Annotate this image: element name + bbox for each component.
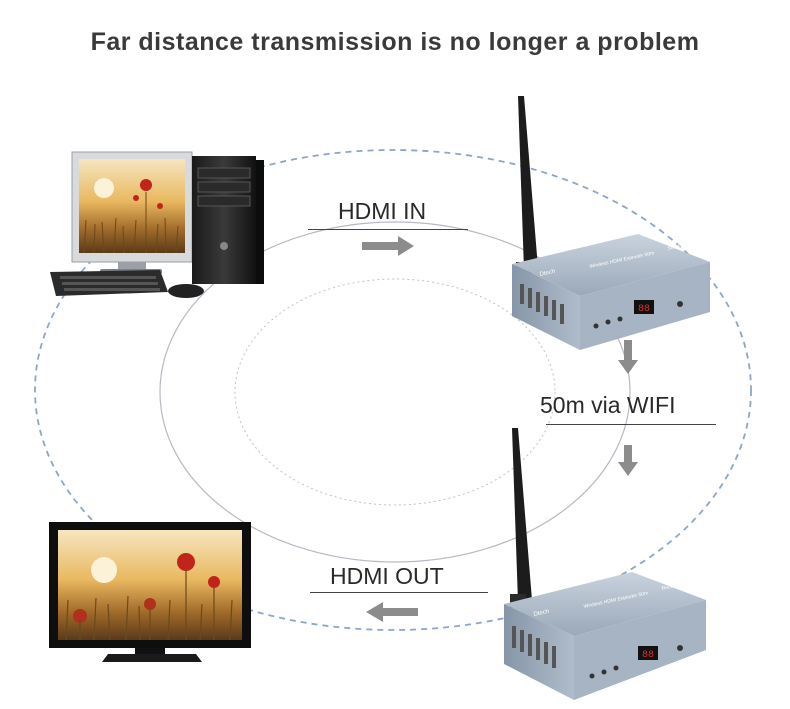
arrow-right-icon xyxy=(362,236,414,256)
hdmi-out-underline xyxy=(310,592,488,593)
headline: Far distance transmission is no longer a… xyxy=(90,28,700,56)
hdmi-in-label: HDMI IN xyxy=(338,198,427,224)
svg-text:88: 88 xyxy=(642,650,654,661)
svg-text:Dtech: Dtech xyxy=(533,609,550,618)
computer-icon xyxy=(50,151,264,298)
receiver-device: 88 Dtech Wireless HDMI Extender 50m Rece… xyxy=(504,428,706,700)
arrow-down-icon xyxy=(618,445,638,476)
tv-icon xyxy=(49,522,251,662)
svg-text:Sender: Sender xyxy=(667,243,684,252)
svg-text:Dtech: Dtech xyxy=(539,269,556,278)
hdmi-in-underline xyxy=(308,229,468,230)
sender-device: 88 Dtech Wireless HDMI Extender 50m Send… xyxy=(512,96,710,350)
svg-text:88: 88 xyxy=(638,304,650,315)
outer-dashed-ring xyxy=(34,149,752,631)
arrow-down-icon xyxy=(618,340,638,374)
svg-text:Receiver: Receiver xyxy=(661,582,682,592)
arrow-left-icon xyxy=(366,602,418,622)
hdmi-out-label: HDMI OUT xyxy=(330,563,444,589)
inner-dotted-ring xyxy=(234,278,556,506)
wifi-label: 50m via WIFI xyxy=(540,392,676,418)
wifi-underline xyxy=(546,424,716,425)
middle-ring xyxy=(159,221,631,563)
